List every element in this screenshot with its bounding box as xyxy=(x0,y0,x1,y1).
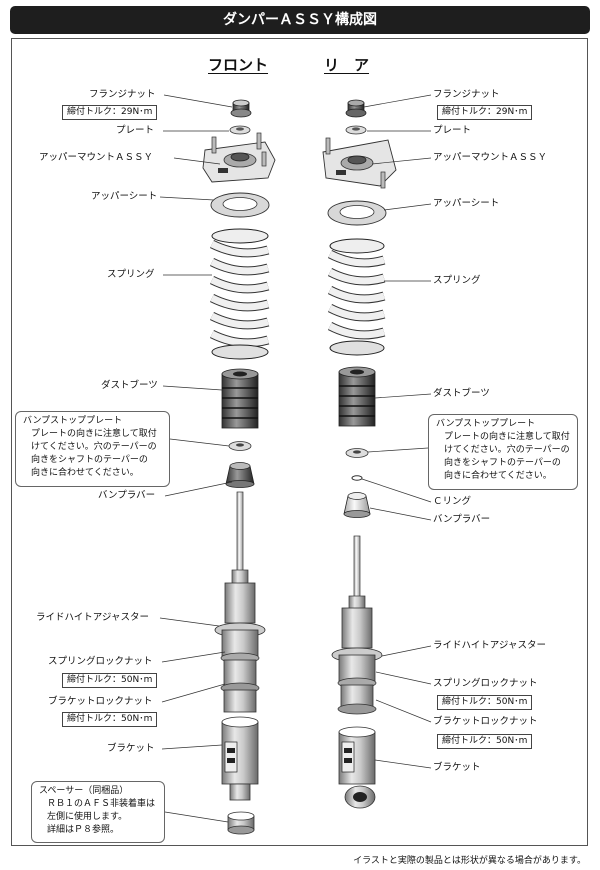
front-dust-boot-label: ダストブーツ xyxy=(101,380,158,391)
diagram-title: ダンパーＡＳＳＹ構成図 xyxy=(10,6,590,34)
rear-plate-label: プレート xyxy=(433,125,472,136)
front-upper-seat-label: アッパーシート xyxy=(91,191,158,202)
rear-bracket-lock-torque: 締付トルク：50N･m xyxy=(437,734,533,749)
rear-bracket-label: ブラケット xyxy=(433,762,481,773)
rear-spring-part xyxy=(327,238,386,356)
front-bracket-label: ブラケット xyxy=(107,743,155,754)
front-bump-rubber-part xyxy=(225,462,255,488)
diagram-frame xyxy=(11,38,588,846)
rear-dust-boot-label: ダストブーツ xyxy=(433,388,490,399)
front-spring-label: スプリング xyxy=(107,269,155,280)
front-bump-stop-plate-line-4: 向きに合わせてください。 xyxy=(31,468,139,478)
front-spacer-line-2: 左側に使用します。 xyxy=(47,812,128,822)
rear-upper-seat-label: アッパーシート xyxy=(433,198,500,209)
front-flange-torque: 締付トルク：29N･m xyxy=(62,105,158,120)
rear-bump-rubber-label: バンプラバー xyxy=(433,514,491,525)
front-upper-mount-label: アッパーマウントＡＳＳＹ xyxy=(39,152,154,163)
front-spring-part xyxy=(209,228,270,360)
front-upper-seat-part xyxy=(210,192,270,218)
front-spacer-title: スペーサー（同梱品） xyxy=(39,786,129,796)
front-bump-rubber-label: バンプラバー xyxy=(98,490,156,501)
rear-flange-nut-label: フランジナット xyxy=(433,89,500,100)
front-spacer-line-3: 詳細はＰ８参照。 xyxy=(47,825,120,835)
front-bump-stop-plate-title: バンプストッププレート xyxy=(23,416,123,426)
rear-spring-lock-nut-label: スプリングロックナット xyxy=(433,678,538,689)
front-flange-nut-label: フランジナット xyxy=(89,89,156,100)
front-spacer-note: スペーサー（同梱品） ＲＢ１のＡＦＳ非装着車は 左側に使用します。 詳細はＰ８参… xyxy=(31,781,165,843)
front-bump-stop-plate-line-2: けてください。穴のテーパーの xyxy=(31,442,157,452)
footer-disclaimer: イラストと実際の製品とは形状が異なる場合があります。 xyxy=(353,856,586,866)
rear-bump-stop-plate-line-3: 向きをシャフトのテーパーの xyxy=(444,458,561,468)
rear-column-heading: リ ア xyxy=(324,56,370,74)
rear-bump-stop-plate-note: バンプストッププレート プレートの向きに注意して取付 けてください。穴のテーパー… xyxy=(428,414,578,490)
rear-leader-lines xyxy=(361,94,432,769)
front-bracket-lock-torque: 締付トルク：50N･m xyxy=(62,712,158,727)
front-bump-stop-plate-line-1: プレートの向きに注意して取付 xyxy=(31,429,157,439)
rear-spring-lock-torque: 締付トルク：50N･m xyxy=(437,695,533,710)
front-column-heading: フロント xyxy=(208,56,269,74)
front-shock-body-part xyxy=(214,491,266,713)
rear-ride-height-adjuster-label: ライドハイトアジャスター xyxy=(433,640,546,651)
front-leader-lines xyxy=(159,94,233,823)
front-bump-stop-plate-line-3: 向きをシャフトのテーパーの xyxy=(31,455,148,465)
rear-flange-torque: 締付トルク：29N･m xyxy=(437,105,533,120)
rear-plate-part xyxy=(345,125,367,135)
front-upper-mount-part xyxy=(202,132,276,183)
front-plate-part xyxy=(229,125,251,135)
rear-upper-mount-part xyxy=(322,137,397,189)
rear-shock-body-part xyxy=(331,535,383,715)
rear-bump-stop-plate-line-1: プレートの向きに注意して取付 xyxy=(444,432,570,442)
rear-bump-rubber-part xyxy=(343,492,371,518)
rear-bump-stop-plate-title: バンプストッププレート xyxy=(436,419,536,429)
front-dust-boot-part xyxy=(221,368,259,429)
rear-c-ring-label: Ｃリング xyxy=(433,496,472,507)
rear-upper-mount-label: アッパーマウントＡＳＳＹ xyxy=(433,152,548,163)
front-plate-label: プレート xyxy=(116,125,155,136)
rear-bump-stop-plate-part xyxy=(345,448,369,458)
rear-bump-stop-plate-line-4: 向きに合わせてください。 xyxy=(444,471,552,481)
front-spacer-part xyxy=(227,811,255,835)
rear-spring-label: スプリング xyxy=(433,275,481,286)
rear-c-ring-part xyxy=(351,475,363,481)
rear-bracket-lock-nut-label: ブラケットロックナット xyxy=(433,716,538,727)
front-spring-lock-nut-label: スプリングロックナット xyxy=(48,656,153,667)
front-flange-nut-part xyxy=(230,99,252,118)
front-spacer-line-1: ＲＢ１のＡＦＳ非装着車は xyxy=(47,799,156,809)
front-bracket-part xyxy=(221,716,259,801)
rear-upper-seat-part xyxy=(327,200,387,226)
rear-bracket-part xyxy=(338,726,376,809)
rear-flange-nut-part xyxy=(345,99,367,118)
rear-dust-boot-part xyxy=(338,366,376,427)
front-bump-stop-plate-part xyxy=(228,441,252,451)
front-spring-lock-torque: 締付トルク：50N･m xyxy=(62,673,158,688)
front-ride-height-adjuster-label: ライドハイトアジャスター xyxy=(36,612,149,623)
front-bump-stop-plate-note: バンプストッププレート プレートの向きに注意して取付 けてください。穴のテーパー… xyxy=(15,411,170,487)
front-bracket-lock-nut-label: ブラケットロックナット xyxy=(48,696,153,707)
rear-bump-stop-plate-line-2: けてください。穴のテーパーの xyxy=(444,445,570,455)
